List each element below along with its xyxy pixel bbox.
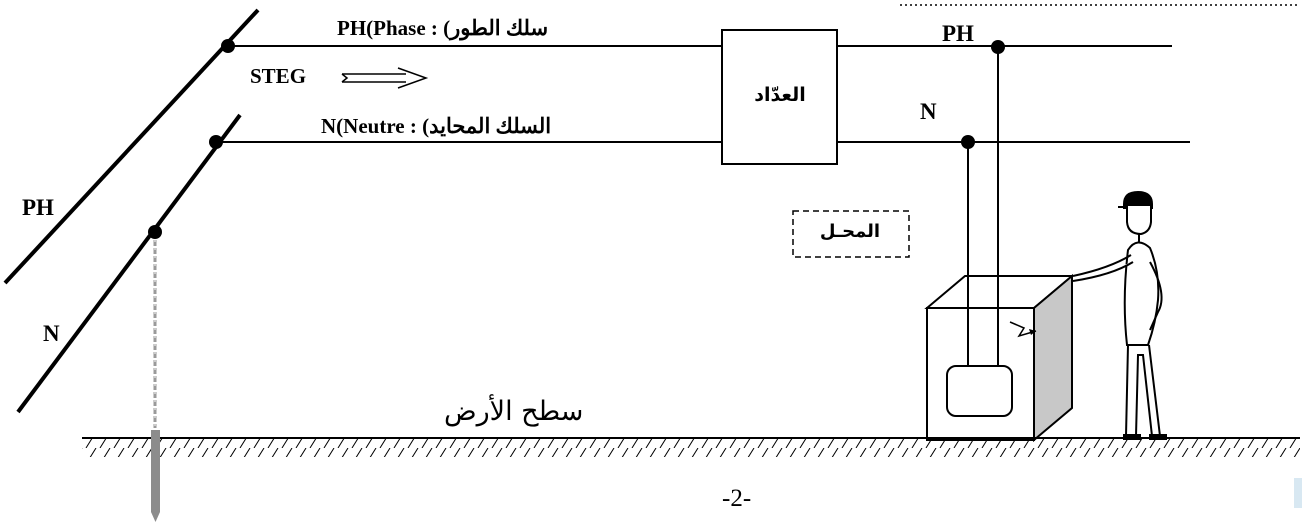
junction-dot: [221, 39, 235, 53]
ground-rod-tip: [151, 512, 160, 522]
steg-arrow-icon: [341, 67, 429, 89]
junction-dot: [209, 135, 223, 149]
premises-label: المحـل: [819, 221, 881, 242]
ground-surface-label: سطح الأرض: [444, 396, 584, 427]
ground-rod: [151, 430, 160, 512]
person-figure: [1072, 190, 1167, 440]
neutral-line-label: N(Neutre : (السلك المحايد: [321, 114, 552, 138]
page-number: -2-: [722, 485, 752, 512]
corner-mark: [1294, 478, 1302, 508]
neutral-left-label: N: [43, 321, 60, 346]
meter-box: [721, 29, 838, 165]
ground-hatching: [82, 439, 1300, 457]
phase-left-label: PH: [22, 195, 54, 220]
phase-line-label: PH(Phase : (سلك الطور: [337, 16, 549, 40]
phase-right-label: PH: [942, 21, 974, 46]
neutral-pole-line: [16, 113, 242, 414]
premises-label-box: [792, 210, 910, 258]
neutral-right-label: N: [920, 99, 937, 124]
appliance-cabinet: [924, 273, 1075, 443]
leakage-spark-icon: [1009, 321, 1037, 338]
junction-dot: [148, 225, 162, 239]
meter-label: العدّاد: [754, 84, 806, 106]
steg-label: STEG: [250, 64, 307, 88]
phase-pole-line: [3, 8, 260, 285]
